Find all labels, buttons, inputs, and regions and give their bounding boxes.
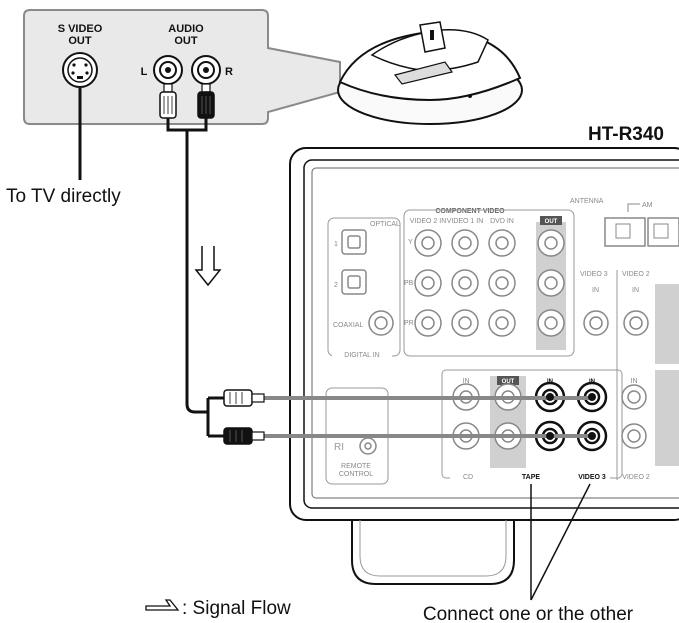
cd-in-label: IN (463, 378, 470, 385)
digital-in-label: DIGITAL IN (344, 352, 379, 359)
signal-flow-legend-text: : Signal Flow (182, 598, 291, 619)
plug-black-receiver (223, 427, 265, 445)
comp-col-dvd: DVD IN (490, 218, 514, 225)
model-label: HT-R340 (588, 124, 664, 145)
video2-audio-label: VIDEO 2 (622, 474, 650, 481)
audio-out-label-1: AUDIO (168, 23, 204, 35)
optical-jacks (341, 229, 367, 295)
connection-lines (256, 393, 596, 440)
optical-2-label: 2 (334, 282, 338, 289)
connect-note: Connect one or the other (423, 604, 634, 623)
video2-in-label: IN (632, 287, 639, 294)
component-video-label: COMPONENT VIDEO (435, 208, 505, 215)
component-jacks (414, 229, 565, 337)
dock-back-panel: S VIDEO OUT AUDIO OUT L R (23, 9, 341, 125)
to-tv-label: To TV directly (6, 186, 121, 207)
comp-row-pr: PR (404, 320, 414, 327)
comp-row-pb: PB (404, 280, 414, 287)
remote-label-1: REMOTE (341, 463, 371, 470)
audio-jack-left (153, 55, 183, 85)
ri-logo: RI (334, 442, 344, 453)
comp-col-video2: VIDEO 2 IN (410, 218, 447, 225)
remote-control-jack (359, 437, 377, 455)
antenna-label: ANTENNA (570, 198, 604, 205)
connect-callout-lines (530, 483, 591, 601)
audio-jack-right (191, 55, 221, 85)
signal-flow-legend: : Signal Flow (145, 598, 291, 619)
dock-device (337, 21, 523, 125)
cd-label: CD (463, 474, 473, 481)
receiver: ANTENNA AM COMPONENT VIDEO VIDEO 2 IN VI… (289, 147, 679, 585)
video3-in-label: IN (592, 287, 599, 294)
coaxial-label: COAXIAL (333, 322, 363, 329)
tape-label: TAPE (522, 474, 540, 481)
video-jacks (583, 310, 649, 336)
comp-row-y: Y (408, 239, 413, 246)
plug-white-receiver (223, 389, 265, 407)
audio-cable (166, 118, 224, 438)
video3-audio-label: VIDEO 3 (578, 474, 606, 481)
optical-1-label: 1 (334, 241, 338, 248)
left-label: L (141, 66, 148, 78)
am-label: AM (642, 202, 653, 209)
rca-plug-white (159, 83, 177, 119)
video3-label: VIDEO 3 (580, 271, 608, 278)
comp-col-out: OUT (545, 219, 558, 225)
video2-audio-in-label: IN (631, 378, 638, 385)
optical-label: OPTICAL (370, 221, 400, 228)
comp-col-video1: VIDEO 1 IN (447, 218, 484, 225)
audio-out-label-2: OUT (174, 35, 198, 47)
remote-label-2: CONTROL (339, 471, 373, 478)
coaxial-jack (368, 310, 394, 336)
tape-out-label: OUT (502, 379, 515, 385)
svideo-label-2: OUT (68, 35, 92, 47)
svideo-jack (62, 52, 98, 88)
right-label: R (225, 66, 233, 78)
signal-flow-arrow (194, 246, 222, 287)
video2-label: VIDEO 2 (622, 271, 650, 278)
svideo-label-1: S VIDEO (58, 23, 103, 35)
